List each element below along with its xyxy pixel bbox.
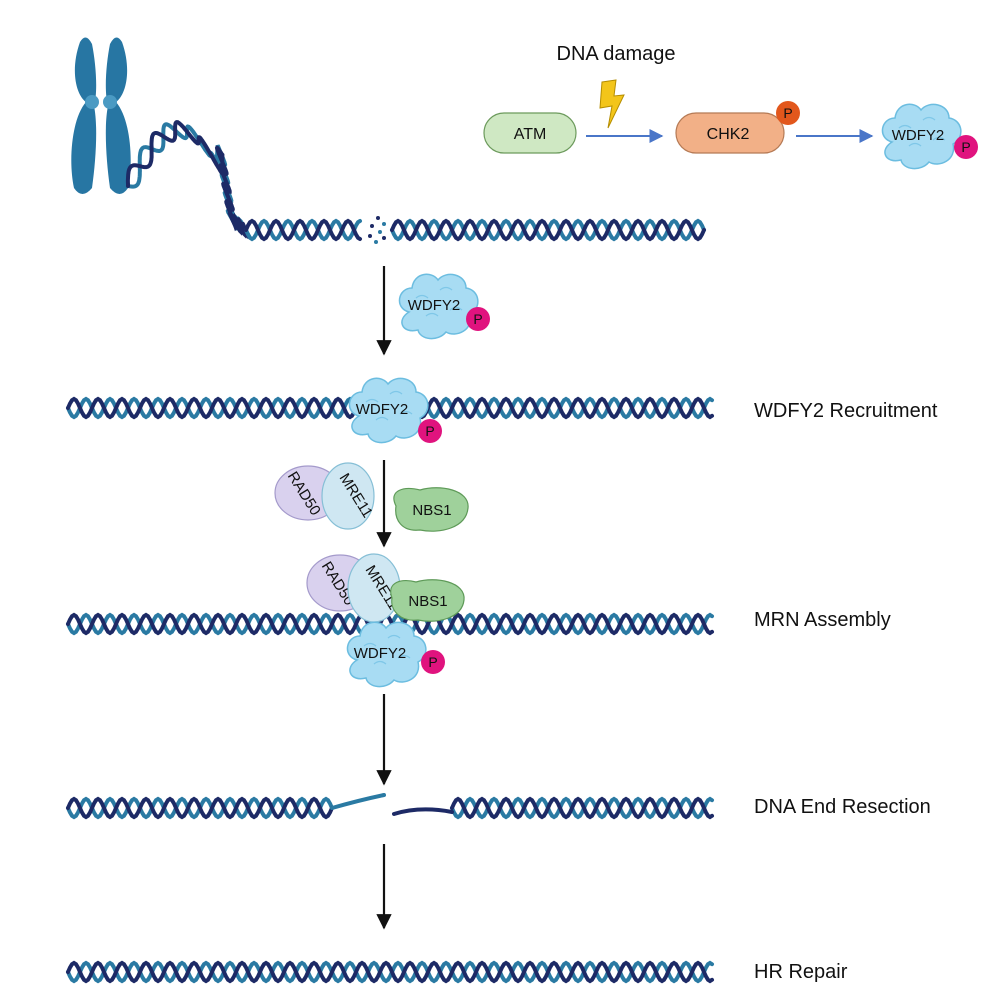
- resected-end-left: [330, 793, 386, 810]
- damaged-dna-left-strand-b: [244, 218, 362, 242]
- wdfy2-protein-assembled: WDFY2 P: [346, 621, 445, 688]
- chk2-node: CHK2 P: [675, 101, 800, 154]
- dna-break-site: [368, 216, 386, 244]
- repair-dna-strand-b: [66, 960, 714, 984]
- wdfy2-protein-free: WDFY2 P: [398, 273, 490, 340]
- stage-label-wdfy2-recruitment: WDFY2 Recruitment: [754, 400, 938, 422]
- stage-label-mrn-assembly: MRN Assembly: [754, 609, 891, 631]
- damaged-dna-right-strand-b: [390, 218, 706, 242]
- stage-label-dna-end-resection: DNA End Resection: [754, 796, 931, 818]
- dna-strand-hr-repair: [66, 960, 714, 984]
- chk2-label: CHK2: [707, 126, 750, 143]
- atm-label: ATM: [514, 126, 547, 143]
- svg-text:P: P: [428, 654, 437, 670]
- resection-dna-right-strand-b: [450, 796, 714, 820]
- lightning-bolt-icon: [599, 79, 625, 129]
- nbs1-label-assembled: NBS1: [408, 593, 447, 610]
- chromosome: [71, 37, 131, 194]
- chromatin-strand: [125, 120, 252, 239]
- stage-label-hr-repair: HR Repair: [754, 961, 848, 983]
- resected-end-right: [392, 807, 454, 816]
- wdfy2-phosphorylated-node: WDFY2 P: [881, 103, 978, 170]
- mrn-dna-strand-b: [66, 612, 714, 636]
- chk2-phospho-badge: [776, 101, 800, 125]
- mrn-complex-assembled: RAD50 MRE11 NBS1: [306, 553, 465, 623]
- damaged-dna-strand: [244, 218, 706, 242]
- svg-text:P: P: [783, 105, 792, 121]
- svg-text:WDFY2: WDFY2: [356, 401, 409, 418]
- nbs1-protein-free: NBS1: [393, 487, 469, 532]
- svg-text:NBS1: NBS1: [412, 502, 451, 519]
- svg-text:P: P: [425, 423, 434, 439]
- resection-dna-left-strand-b: [66, 796, 334, 820]
- chromatin-coil-strand-b: [125, 120, 251, 239]
- atm-node: ATM: [483, 112, 577, 154]
- svg-text:WDFY2: WDFY2: [408, 297, 461, 314]
- svg-text:WDFY2: WDFY2: [354, 645, 407, 662]
- mre11-protein-free: MRE11: [321, 462, 376, 530]
- svg-text:P: P: [473, 311, 482, 327]
- wdfy2-label-top: WDFY2: [892, 127, 945, 144]
- wdfy2-protein-recruited: WDFY2 P: [348, 377, 442, 444]
- dna-damage-label: DNA damage: [557, 43, 676, 65]
- dna-strand-end-resection: [66, 793, 714, 820]
- svg-text:P: P: [961, 139, 970, 155]
